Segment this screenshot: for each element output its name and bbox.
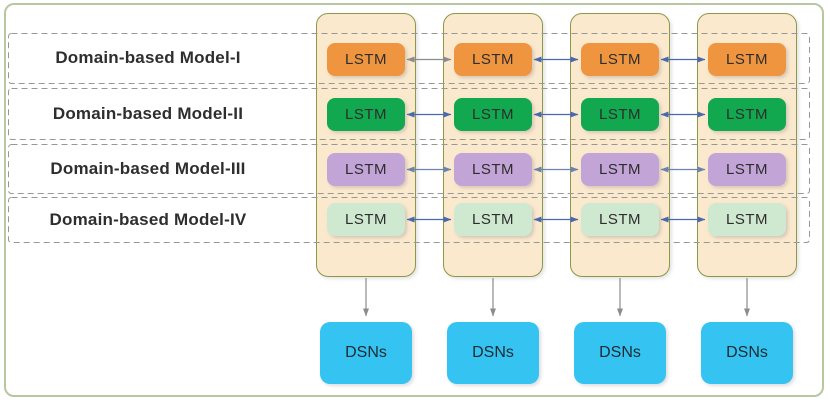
dsn-box-3: DSNs [574, 322, 666, 384]
row-label-model-4: Domain-based Model-IV [49, 209, 247, 229]
lstm-box-r2c1: LSTM [327, 98, 405, 131]
lstm-box-r1c1: LSTM [327, 43, 405, 76]
lstm-box-r2c3: LSTM [581, 98, 659, 131]
lstm-box-r4c3: LSTM [581, 203, 659, 236]
dsn-box-1: DSNs [320, 322, 412, 384]
lstm-box-r3c2: LSTM [454, 153, 532, 186]
lstm-box-r4c4: LSTM [708, 203, 786, 236]
lstm-box-r1c3: LSTM [581, 43, 659, 76]
row-label-model-3: Domain-based Model-III [50, 158, 246, 178]
lstm-box-r4c2: LSTM [454, 203, 532, 236]
lstm-box-r3c4: LSTM [708, 153, 786, 186]
lstm-box-r2c4: LSTM [708, 98, 786, 131]
model-row-band-1 [8, 33, 810, 84]
model-row-band-2 [8, 88, 810, 140]
row-label-model-1: Domain-based Model-I [55, 48, 241, 67]
lstm-box-r3c3: LSTM [581, 153, 659, 186]
lstm-box-r3c1: LSTM [327, 153, 405, 186]
model-row-band-4 [8, 197, 810, 243]
lstm-box-r2c2: LSTM [454, 98, 532, 131]
model-row-band-3 [8, 144, 810, 194]
row-label-model-2: Domain-based Model-II [52, 103, 244, 123]
lstm-box-r1c2: LSTM [454, 43, 532, 76]
dsn-box-2: DSNs [447, 322, 539, 384]
outer-frame [4, 3, 824, 397]
lstm-box-r4c1: LSTM [327, 203, 405, 236]
lstm-box-r1c4: LSTM [708, 43, 786, 76]
dsn-box-4: DSNs [701, 322, 793, 384]
